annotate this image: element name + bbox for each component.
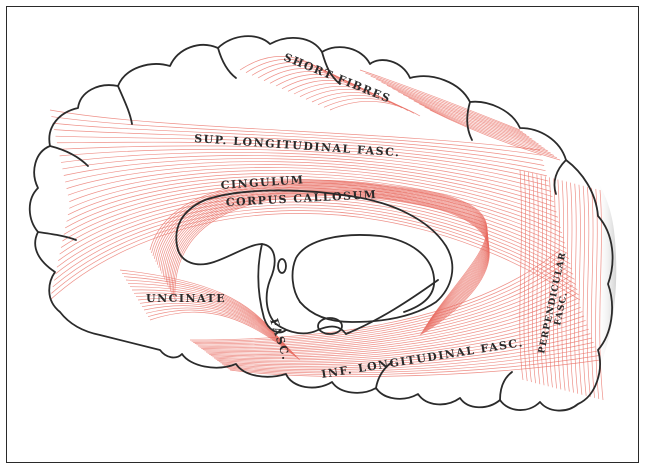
inf-longitudinal-fibre	[190, 250, 560, 340]
short-fibre	[371, 76, 526, 134]
sulcus-1	[118, 86, 132, 124]
anterior-commissure	[278, 259, 286, 273]
inf-longitudinal-fibre	[195, 263, 565, 343]
short-fibre	[318, 95, 408, 110]
callosum-inner	[293, 235, 435, 312]
sulcus-2	[218, 48, 236, 78]
label-uncinate: UNCINATE	[146, 292, 226, 305]
sup-longitudinal-fibre	[54, 205, 576, 285]
short-fibre	[387, 85, 535, 141]
inf-longitudinal-fibre	[198, 272, 568, 346]
short-fibre	[330, 101, 420, 116]
inf-longitudinal-fibre	[192, 254, 562, 341]
sup-longitudinal-fibre	[58, 196, 571, 269]
thalamus-line	[346, 280, 438, 334]
inf-longitudinal-fibre	[193, 259, 563, 343]
uncinate-fibre	[122, 273, 281, 341]
short-fibre	[376, 79, 529, 137]
short-fibre	[382, 82, 533, 139]
perpendicular-fibre	[524, 171, 527, 381]
sulcus-9	[500, 372, 512, 400]
short-fibre	[392, 88, 538, 143]
sup-longitudinal-fibre	[57, 199, 573, 274]
short-fibre	[324, 98, 414, 113]
uncinate-fibre	[126, 280, 284, 344]
